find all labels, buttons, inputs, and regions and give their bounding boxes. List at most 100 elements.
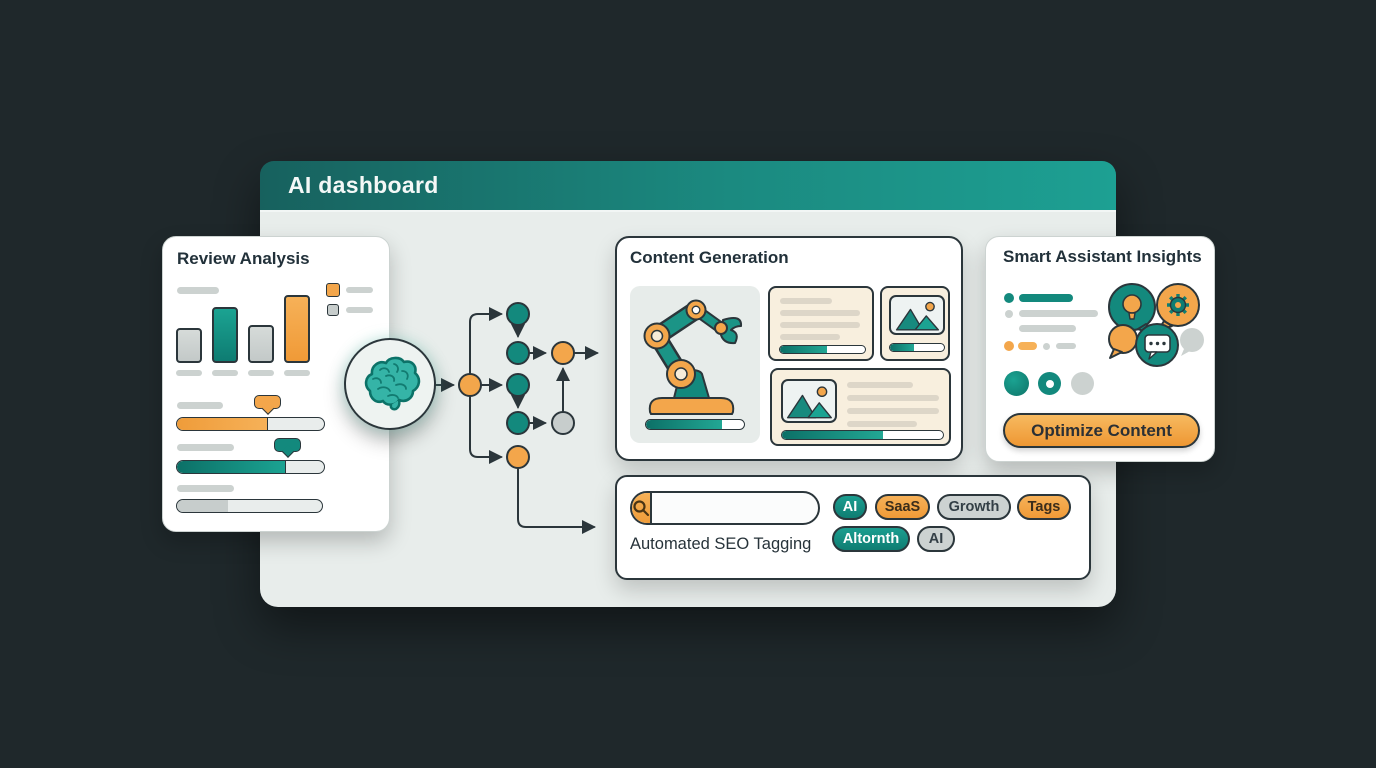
bullet-dot-gray	[1005, 310, 1013, 318]
bullet-dot-teal	[1004, 293, 1014, 303]
bar-column	[212, 307, 238, 376]
text-skeleton	[780, 322, 860, 328]
text-skeleton	[847, 421, 917, 427]
flow-node-teal-4	[506, 411, 530, 435]
dashboard-title: AI dashboard	[288, 172, 439, 198]
review-analysis-title: Review Analysis	[177, 249, 310, 268]
legend-swatch-orange	[326, 283, 340, 297]
bullet-dot-orange	[1004, 341, 1014, 351]
bar-axis-label-skeleton	[176, 370, 202, 376]
flow-node-teal-2	[506, 341, 530, 365]
progress-fill	[177, 500, 228, 512]
seo-tag[interactable]: SaaS	[875, 494, 930, 520]
progress-tooltip-teal	[274, 438, 301, 452]
ai-brain-node	[344, 338, 436, 430]
status-circle-teal-filled	[1004, 371, 1029, 396]
review-bar-chart	[176, 291, 318, 376]
text-skeleton	[780, 298, 832, 304]
status-circle-teal-ring	[1038, 372, 1061, 395]
seo-tag[interactable]: AI	[833, 494, 867, 520]
progress-fill	[782, 431, 884, 439]
search-input[interactable]	[652, 493, 818, 523]
bar-column	[248, 325, 274, 376]
insight-line-teal	[1019, 294, 1073, 302]
chat-dots-bubble-icon	[1135, 323, 1179, 367]
legend-label-skeleton	[346, 287, 373, 293]
seo-tagging-label: Automated SEO Tagging	[630, 535, 812, 553]
flow-node-orange-out	[551, 341, 575, 365]
seo-tag[interactable]: Altornth	[832, 526, 910, 552]
flow-node-gray	[551, 411, 575, 435]
search-icon	[633, 500, 650, 517]
progress-fill	[890, 344, 915, 351]
chart-bar	[248, 325, 274, 363]
text-skeleton	[847, 382, 913, 388]
gear-bubble-icon	[1156, 283, 1200, 332]
flow-node-orange-branch	[506, 445, 530, 469]
progress-fill	[646, 420, 723, 429]
smart-assistant-title: Smart Assistant Insights	[1003, 247, 1202, 266]
flow-node-teal-3	[506, 373, 530, 397]
progress-label-skeleton	[177, 444, 234, 451]
progress-fill	[177, 461, 286, 473]
insight-line-skeleton	[1019, 310, 1098, 317]
text-skeleton	[847, 395, 939, 401]
search-bar[interactable]	[630, 491, 820, 525]
dashboard-header: AI dashboard	[260, 161, 1116, 210]
progress-bar	[176, 499, 323, 513]
progress-bar	[176, 460, 325, 474]
chart-bar	[284, 295, 310, 363]
chart-bar	[212, 307, 238, 363]
content-generation-panel: Content Generation	[615, 236, 963, 461]
status-circle-gray	[1071, 372, 1094, 395]
progress-bar	[176, 417, 325, 431]
speech-bubble-orange-icon	[1108, 324, 1138, 359]
robot-arm-icon	[643, 299, 743, 415]
robot-illustration-panel	[630, 286, 760, 443]
seo-tag[interactable]: Tags	[1017, 494, 1071, 520]
insight-line-skeleton	[1056, 343, 1076, 349]
generated-image-card	[880, 286, 950, 361]
speech-bubble-gray-icon	[1180, 328, 1204, 356]
flow-node-hub	[458, 373, 482, 397]
progress-fill	[177, 418, 269, 430]
seo-tagging-panel: Automated SEO Tagging AI SaaS Growth Tag…	[615, 475, 1091, 580]
seo-tag[interactable]: Growth	[937, 494, 1011, 520]
chart-bar	[176, 328, 202, 363]
bar-axis-label-skeleton	[212, 370, 238, 376]
bar-axis-label-skeleton	[248, 370, 274, 376]
card-progress-bar	[781, 430, 944, 440]
flow-node-teal-1	[506, 302, 530, 326]
generated-article-card	[770, 368, 951, 446]
image-placeholder-icon	[889, 295, 945, 335]
card-progress-bar	[889, 343, 945, 352]
robot-progress-bar	[645, 419, 745, 430]
generated-text-card	[768, 286, 874, 361]
image-placeholder-icon	[781, 379, 837, 423]
card-progress-bar	[779, 345, 866, 354]
ring-center-dot	[1045, 379, 1054, 388]
insight-chip-orange	[1018, 342, 1037, 350]
bar-column	[176, 328, 202, 376]
content-generation-title: Content Generation	[630, 248, 789, 267]
progress-label-skeleton	[177, 402, 223, 409]
bar-axis-label-skeleton	[284, 370, 310, 376]
search-button[interactable]	[632, 493, 652, 523]
brain-icon	[364, 356, 421, 411]
assistant-icon-cluster	[1108, 283, 1204, 367]
progress-tooltip-orange	[254, 395, 281, 409]
progress-fill	[780, 346, 827, 353]
legend-swatch-gray	[327, 304, 339, 316]
text-skeleton	[177, 287, 219, 294]
bar-column	[284, 295, 310, 376]
smart-assistant-panel: Smart Assistant Insights	[985, 236, 1215, 462]
seo-tag[interactable]: AI	[917, 526, 955, 552]
progress-label-skeleton	[177, 485, 234, 492]
bullet-dot-gray	[1043, 343, 1050, 350]
text-skeleton	[780, 310, 860, 316]
legend-label-skeleton	[346, 307, 373, 313]
text-skeleton	[847, 408, 939, 414]
optimize-content-button[interactable]: Optimize Content	[1003, 413, 1200, 448]
workflow-diagram	[434, 302, 599, 534]
